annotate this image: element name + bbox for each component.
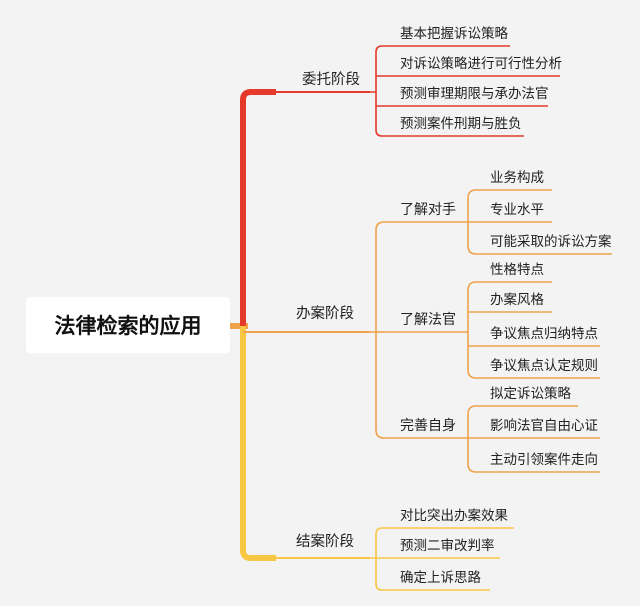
leaf-label[interactable]: 业务构成 — [490, 170, 544, 186]
leaf-label[interactable]: 性格特点 — [490, 262, 544, 278]
leaf-label[interactable]: 预测二审改判率 — [400, 537, 495, 554]
leaf-label[interactable]: 确定上诉思路 — [400, 570, 481, 586]
leaf-label[interactable]: 影响法官自由心证 — [490, 418, 598, 434]
leaf-label[interactable]: 基本把握诉讼策略 — [400, 25, 508, 42]
leaf-label[interactable]: 可能采取的诉讼方案 — [490, 233, 612, 250]
branch-1-ticks — [376, 75, 382, 107]
leaf-label[interactable]: 拟定诉讼策略 — [490, 385, 571, 402]
group-label-faguan[interactable]: 了解法官 — [400, 312, 456, 328]
leaf-label[interactable]: 对诉讼策略进行可行性分析 — [400, 55, 562, 72]
branch-2-fan — [370, 221, 385, 439]
group-label-duishou[interactable]: 了解对手 — [400, 202, 456, 218]
trunk-red — [240, 89, 276, 326]
root-node-box — [26, 297, 230, 353]
group-label-wanshan[interactable]: 完善自身 — [400, 418, 456, 434]
leaf-label[interactable]: 预测审理期限与承办法官 — [400, 86, 549, 102]
group-1-fan — [462, 189, 477, 255]
leaf-label[interactable]: 对比突出办案效果 — [400, 507, 508, 524]
root-node-label[interactable]: 法律检索的应用 — [55, 314, 202, 338]
branch-3-fan — [370, 527, 383, 591]
branch-label-weituo[interactable]: 委托阶段 — [302, 71, 360, 88]
group-2-fan — [462, 281, 477, 379]
branch-label-jiean[interactable]: 结案阶段 — [296, 532, 354, 550]
group-3-fan — [462, 405, 477, 473]
trunk-yellow — [240, 326, 276, 561]
branch-1-fan — [370, 45, 383, 137]
leaf-label[interactable]: 预测案件刑期与胜负 — [400, 115, 522, 132]
branch-label-banan[interactable]: 办案阶段 — [296, 304, 354, 322]
leaf-label[interactable]: 争议焦点归纳特点 — [490, 325, 598, 342]
leaf-label[interactable]: 主动引领案件走向 — [490, 451, 598, 468]
leaf-label[interactable]: 办案风格 — [490, 291, 544, 308]
leaf-label[interactable]: 专业水平 — [490, 202, 544, 218]
leaf-label[interactable]: 争议焦点认定规则 — [490, 358, 598, 374]
